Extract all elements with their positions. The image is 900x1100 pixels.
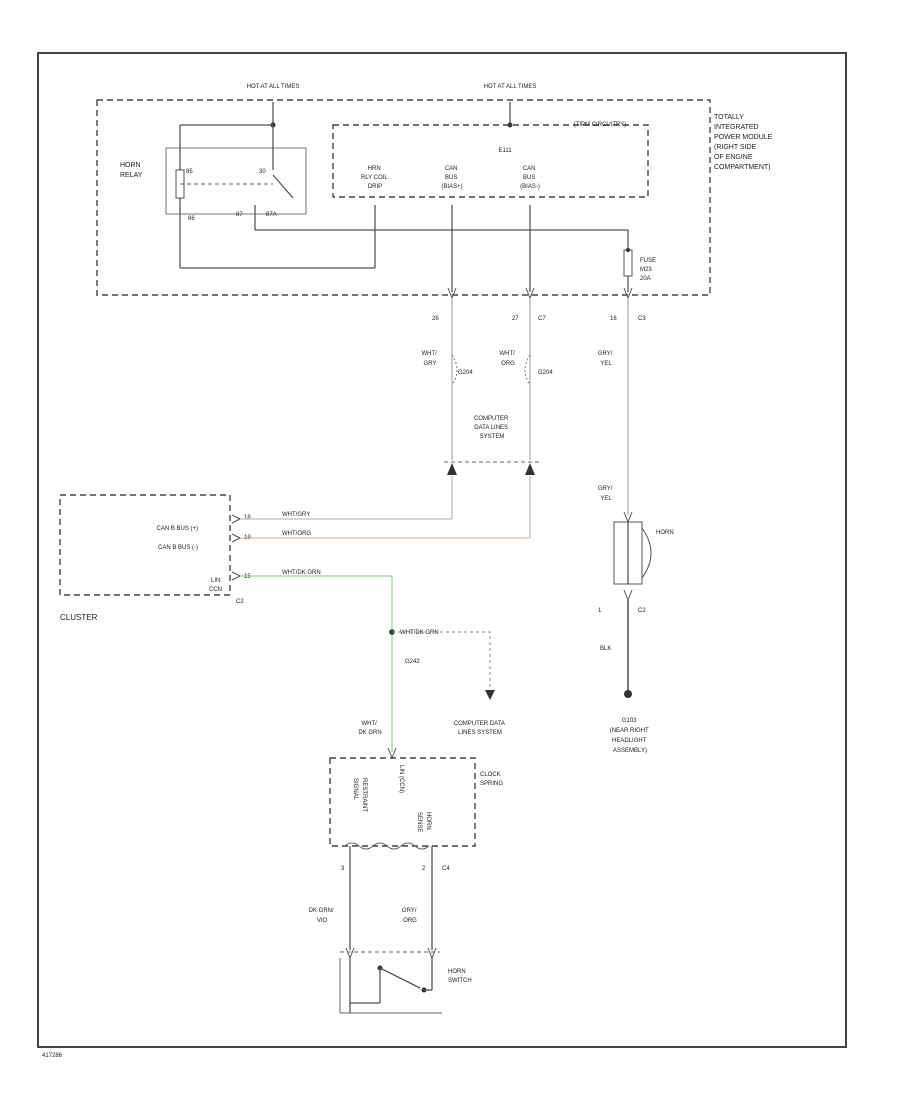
splice-g242-wire-label: WHT/DK GRN	[400, 630, 439, 636]
horn-relay-box	[165, 147, 307, 215]
fuse-label: FUSE M23 20A	[640, 258, 658, 282]
tipm-pin-26: 26	[432, 316, 439, 322]
cluster-can-plus: CAN B BUS (+)	[156, 526, 198, 532]
tipm-hot-label-2: HOT AT ALL TIMES	[484, 84, 537, 90]
ground-g103	[624, 690, 632, 698]
tipm-title: TOTALLY INTEGRATED POWER MODULE (RIGHT S…	[714, 114, 774, 171]
clock-spring-coil	[344, 842, 430, 850]
clock-spring-box	[329, 757, 476, 847]
cluster-pin-19-connector	[231, 533, 242, 543]
cluster-pin-18: 18	[244, 515, 251, 521]
twist-indicator-2	[524, 354, 531, 386]
wire-label-gry-yel: GRY/ YEL	[598, 351, 614, 367]
cluster-pin-15: 15	[244, 574, 251, 580]
wire-label-cluster-gry: WHT/GRY	[282, 512, 310, 518]
horn-switch-blade	[379, 967, 421, 989]
horn-label: HORN	[656, 530, 674, 536]
feed-node-fuse	[507, 122, 513, 128]
relay-pin-30: 30	[259, 169, 266, 175]
splice-g242-branch	[392, 631, 491, 690]
wire-label-wht-org: WHT/ ORG	[500, 351, 517, 367]
cluster-pin-15-connector	[231, 571, 242, 581]
diagram-frame	[37, 52, 847, 1048]
tipm-circuitry-box	[332, 124, 649, 198]
splice-label-1: G204	[458, 370, 473, 376]
clock-spring-inner-lin: LIN (CCN)	[398, 765, 404, 793]
relay-pin-87: 87	[236, 212, 243, 218]
cluster-label: CLUSTER	[60, 613, 98, 622]
clock-spring-pin-3: 3	[341, 866, 345, 872]
wire-label-wht-gry: WHT/ GRY	[422, 351, 439, 367]
horn-pin-1: 1	[598, 608, 602, 614]
wire-label-cluster-grn: WHT/DK GRN	[282, 570, 321, 576]
horn-switch-label: HORN SWITCH	[448, 969, 472, 984]
clock-spring-inner-horn: HORN SENSE	[416, 812, 431, 832]
cdls-arrow-2	[525, 463, 535, 475]
cdls-top-label: COMPUTER DATA LINES SYSTEM	[474, 416, 510, 440]
clock-spring-connector-c4: C4	[442, 866, 450, 872]
horn-bell	[641, 527, 652, 579]
relay-pin-87a: 87A	[266, 212, 277, 218]
relay-contact-arm	[272, 174, 294, 199]
cdls-bottom-arrow	[485, 690, 495, 700]
cluster-box	[59, 494, 231, 596]
fuse-node-top	[626, 248, 630, 252]
relay-pin-85: 85	[186, 169, 193, 175]
clock-spring-label: CLOCK SPRING	[480, 772, 503, 787]
diagram-code: 417286	[42, 1053, 63, 1059]
wire-label-dk-grn-vio: DK GRN/ VIO	[309, 908, 336, 924]
tipm-col-can-minus: CAN BUS (BIAS-)	[520, 166, 540, 190]
wire-label-gry-org: GRY/ ORG	[402, 908, 418, 924]
clock-spring-wire-label: WHT/ DK GRN	[358, 721, 381, 736]
tipm-circuitry-label: (TIPM CIRCUITRY)	[574, 122, 627, 128]
horn-connector-bottom	[623, 589, 633, 602]
tipm-connector-c3: C3	[638, 316, 646, 322]
splice-label-2: G204	[538, 370, 553, 376]
tipm-pin-16: 16	[610, 316, 617, 322]
cluster-pin-18-connector	[231, 514, 242, 524]
horn-ground-wire-label: BLK	[600, 646, 611, 652]
tipm-connector-c7: C7	[538, 316, 546, 322]
horn-relay-label: HORN RELAY	[120, 162, 143, 179]
relay-pin-86: 86	[188, 216, 195, 222]
tipm-col-hrn-coil: HRN RLY COIL DRIP	[361, 166, 389, 190]
cluster-connector-c2: C2	[236, 599, 244, 605]
cluster-can-minus: CAN B BUS (-)	[158, 545, 198, 551]
ground-g103-label: G103 (NEAR RIGHT HEADLIGHT ASSEMBLY)	[610, 718, 651, 754]
twist-indicator-1	[451, 354, 458, 386]
tipm-module-box	[96, 99, 711, 296]
cluster-lin-label: LIN CCN	[209, 578, 222, 593]
clock-spring-pin-2: 2	[422, 866, 426, 872]
fuse-m23	[623, 249, 633, 277]
horn-wire-label: GRY/ YEL	[598, 486, 614, 502]
cdls-arrow-1	[447, 463, 457, 475]
tipm-col-can-plus: CAN BUS (BIAS+)	[441, 166, 462, 190]
tipm-hot-label-1: HOT AT ALL TIMES	[247, 84, 300, 90]
clock-spring-inner-restraint: RESTRAINT SIGNAL	[352, 778, 367, 814]
tipm-pin-27: 27	[512, 316, 519, 322]
tipm-e-label: E111	[498, 148, 512, 154]
cdls-bottom-label: COMPUTER DATA LINES SYSTEM	[454, 721, 506, 736]
splice-g242-id: G242	[405, 659, 420, 665]
wire-label-cluster-org: WHT/ORG	[282, 531, 311, 537]
horn-connector-c2: C2	[638, 608, 646, 614]
